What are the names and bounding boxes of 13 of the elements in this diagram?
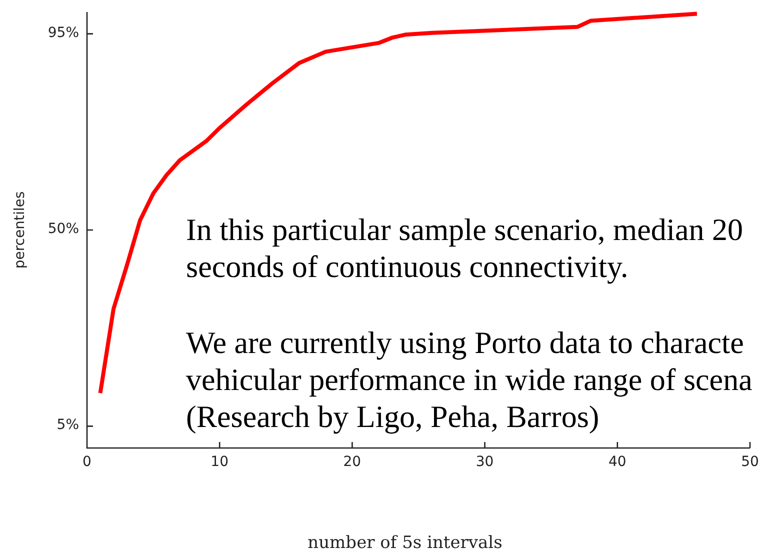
tick-label: 0 (82, 454, 92, 470)
annotation-text: We are currently using Porto data to characte vehicular performance in wide range of scena (Research by Ligo, Peha, Barros) (186, 324, 754, 435)
tick-label: 20 (343, 454, 362, 470)
axis-title: percentiles (12, 191, 28, 269)
tick-label: 5% (56, 417, 79, 434)
axis-title: number of 5s intervals (308, 533, 502, 553)
tick-label: 95% (48, 24, 79, 41)
tick-label: 50% (48, 221, 79, 237)
annotation-text: In this particular sample scenario, median 20 seconds of continuous connectivity. (186, 211, 744, 285)
tick-label: 50 (741, 454, 759, 470)
tick-label: 30 (476, 454, 494, 470)
tick-label: 10 (210, 454, 228, 470)
tick-label: 40 (608, 454, 626, 470)
